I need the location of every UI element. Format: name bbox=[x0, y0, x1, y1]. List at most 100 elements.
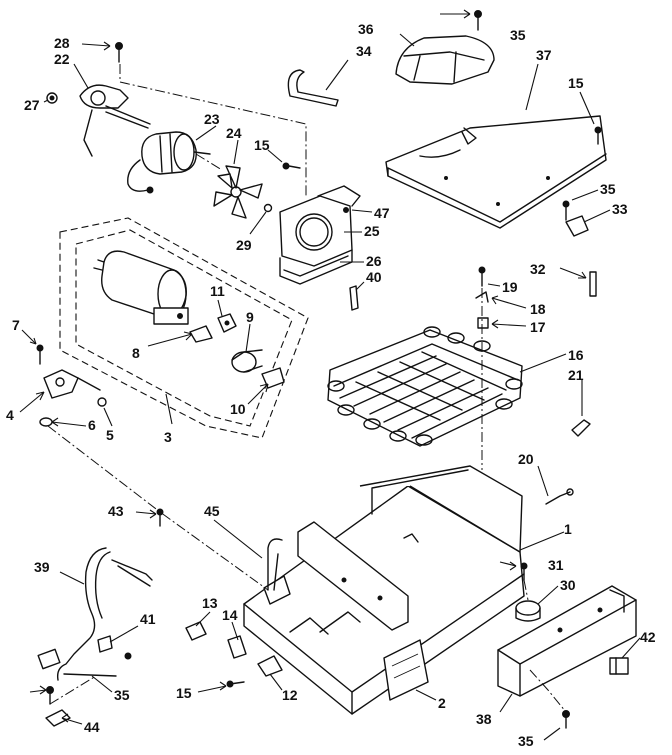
screw-31 bbox=[520, 562, 528, 581]
fan-shroud-25 bbox=[279, 185, 361, 285]
sensor-21 bbox=[571, 419, 591, 437]
callout-30: 30 bbox=[560, 577, 576, 593]
callout-33: 33 bbox=[612, 201, 628, 217]
callout-28: 28 bbox=[54, 35, 70, 51]
assembly-line-left bbox=[47, 425, 269, 591]
clip-5 bbox=[97, 397, 107, 407]
callout-39: 39 bbox=[34, 559, 50, 575]
screw-35-bottom-right bbox=[562, 710, 570, 729]
top-plate-37 bbox=[385, 115, 607, 229]
assembly-line-bottom-left bbox=[49, 675, 97, 705]
thermostat-30 bbox=[515, 600, 541, 622]
strain-relief-44 bbox=[45, 709, 71, 727]
callout-32: 32 bbox=[530, 261, 546, 277]
bracket-33 bbox=[565, 215, 589, 237]
evaporator-coil-16 bbox=[327, 326, 523, 447]
screw-15-fan bbox=[282, 162, 301, 170]
motor-group-inner-outline bbox=[75, 229, 293, 427]
callout-16: 16 bbox=[568, 347, 584, 363]
callout-13: 13 bbox=[202, 595, 218, 611]
pin-32 bbox=[589, 271, 597, 297]
cover-36 bbox=[395, 35, 495, 85]
callout-6: 6 bbox=[88, 417, 96, 433]
pin-40 bbox=[349, 285, 359, 311]
leader-lines bbox=[19, 9, 641, 741]
callout-24: 24 bbox=[226, 125, 242, 141]
screw-43 bbox=[156, 508, 164, 527]
callout-27: 27 bbox=[24, 97, 40, 113]
callout-22: 22 bbox=[54, 51, 70, 67]
callout-10: 10 bbox=[230, 401, 246, 417]
frame-38 bbox=[497, 585, 637, 697]
fan-blade-24 bbox=[213, 165, 263, 219]
callout-4: 4 bbox=[6, 407, 14, 423]
screw-15-bottom bbox=[226, 680, 245, 688]
assembly-line-bottom-right bbox=[529, 669, 567, 713]
callout-20: 20 bbox=[518, 451, 534, 467]
callout-9: 9 bbox=[246, 309, 254, 325]
callout-21: 21 bbox=[568, 367, 584, 383]
assembly-line-thermostat bbox=[523, 579, 529, 601]
screw-35-top bbox=[474, 10, 482, 31]
clamp-41 bbox=[97, 635, 132, 660]
fan-bracket-22 bbox=[79, 84, 151, 157]
assembly-line-fan-top bbox=[119, 64, 307, 196]
nut-27 bbox=[46, 92, 58, 104]
callout-1: 1 bbox=[564, 521, 572, 537]
bracket-10 bbox=[261, 367, 285, 389]
callout-43: 43 bbox=[108, 503, 124, 519]
callout-14: 14 bbox=[222, 607, 238, 623]
wire-harness-45 bbox=[267, 538, 283, 591]
capacitor-9 bbox=[231, 349, 263, 373]
callout-35-top: 35 bbox=[510, 27, 526, 43]
clip-29 bbox=[263, 203, 273, 213]
connector-42 bbox=[609, 657, 629, 675]
callout-18: 18 bbox=[530, 301, 546, 317]
callout-34: 34 bbox=[356, 43, 372, 59]
compressor-motor bbox=[93, 250, 189, 325]
hose-34 bbox=[287, 69, 339, 107]
callout-5: 5 bbox=[106, 427, 114, 443]
relay-11 bbox=[217, 313, 237, 333]
assembly-line-fan bbox=[195, 153, 223, 171]
grommet-6 bbox=[39, 417, 53, 427]
callout-44: 44 bbox=[84, 719, 100, 735]
screw-28 bbox=[115, 42, 123, 63]
overload-switch-4 bbox=[43, 369, 101, 399]
callout-8: 8 bbox=[132, 345, 140, 361]
callout-31: 31 bbox=[548, 557, 564, 573]
callout-47: 47 bbox=[374, 205, 390, 221]
callout-35-plate: 35 bbox=[600, 181, 616, 197]
socket-14 bbox=[227, 635, 247, 659]
callout-25: 25 bbox=[364, 223, 380, 239]
callout-40: 40 bbox=[366, 269, 382, 285]
callout-35-bottom-left: 35 bbox=[114, 687, 130, 703]
fan-motor-23 bbox=[127, 131, 211, 194]
callout-42: 42 bbox=[640, 629, 656, 645]
callout-labels: 28 22 27 23 24 15 29 47 25 26 40 36 34 3… bbox=[6, 21, 656, 749]
power-cord-39 bbox=[37, 547, 153, 681]
holder-17 bbox=[477, 317, 489, 329]
callout-2: 2 bbox=[438, 695, 446, 711]
base-pan-1 bbox=[243, 465, 525, 715]
terminal-8 bbox=[189, 325, 213, 343]
screw-7 bbox=[36, 344, 44, 365]
control-board-2 bbox=[383, 639, 429, 701]
callout-26: 26 bbox=[366, 253, 382, 269]
callout-15-fan: 15 bbox=[254, 137, 270, 153]
callout-3: 3 bbox=[164, 429, 172, 445]
callout-35-bottom-right: 35 bbox=[518, 733, 534, 749]
callout-36: 36 bbox=[358, 21, 374, 37]
screw-35-plate bbox=[562, 200, 570, 221]
screw-35-bottom-left bbox=[46, 686, 54, 705]
switch-12 bbox=[257, 655, 283, 677]
callout-15-plate: 15 bbox=[568, 75, 584, 91]
motor-group-outline bbox=[59, 217, 309, 439]
callout-29: 29 bbox=[236, 237, 252, 253]
callout-41: 41 bbox=[140, 611, 156, 627]
callout-11: 11 bbox=[210, 283, 225, 299]
callout-23: 23 bbox=[204, 111, 220, 127]
clip-20 bbox=[545, 488, 574, 505]
